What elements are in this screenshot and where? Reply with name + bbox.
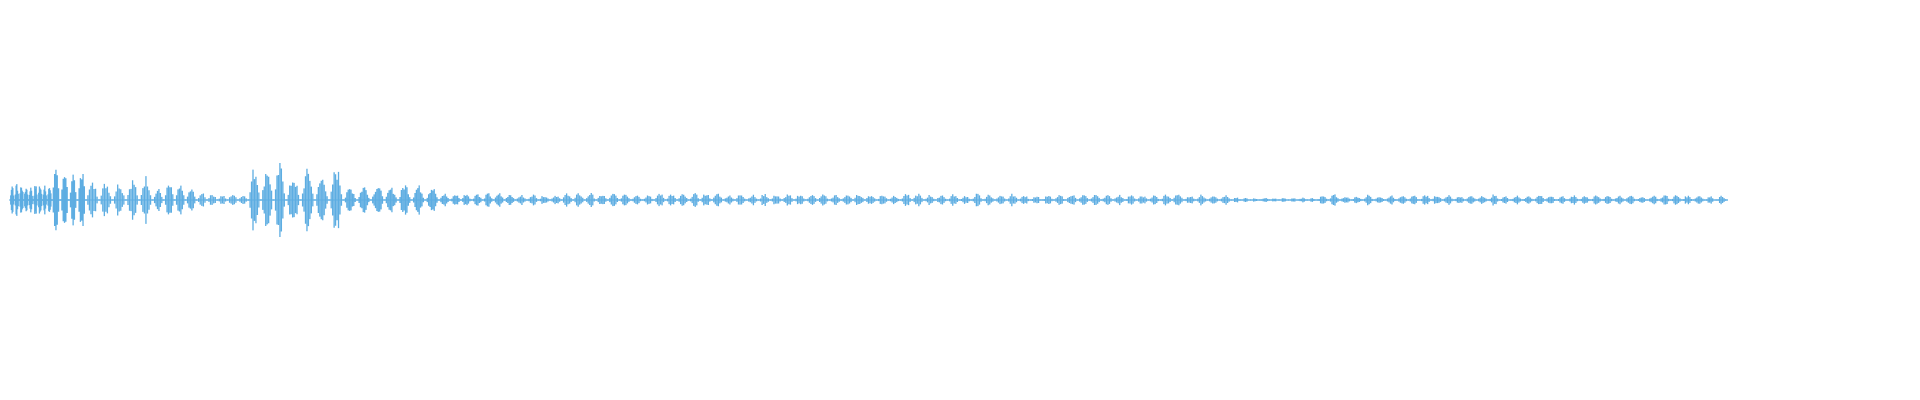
audio-waveform <box>9 162 1728 238</box>
audio-waveform-panel <box>9 162 1728 238</box>
